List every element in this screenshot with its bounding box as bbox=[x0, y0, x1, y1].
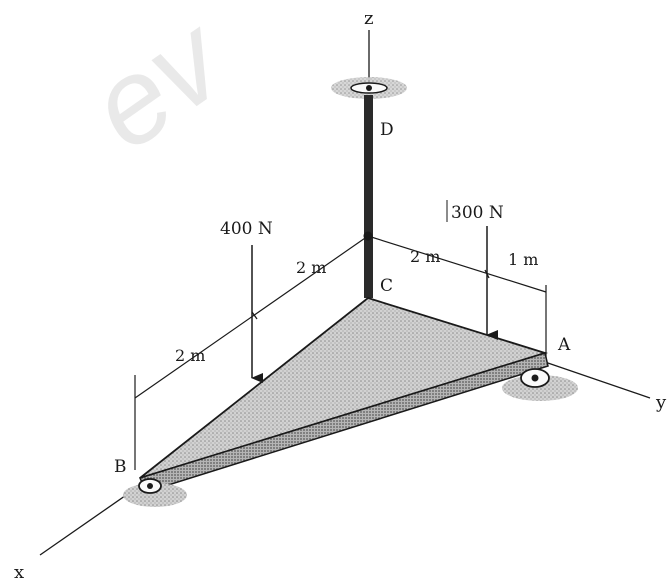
triangular-plate bbox=[139, 296, 549, 479]
support-b bbox=[123, 478, 187, 507]
watermark-text: ev bbox=[66, 0, 252, 176]
axis-label-y: y bbox=[655, 392, 667, 413]
dim-label-ca-inner: 2 m bbox=[410, 247, 440, 266]
dim-tick-cb-mid bbox=[251, 311, 258, 320]
point-label-d: D bbox=[380, 120, 394, 140]
axis-label-x: x bbox=[14, 562, 24, 582]
point-label-b: B bbox=[114, 457, 127, 477]
pole-cd bbox=[364, 95, 373, 298]
point-label-a: A bbox=[557, 335, 571, 355]
dim-line-ca bbox=[367, 235, 547, 293]
dim-label-ca-outer: 1 m bbox=[508, 250, 538, 269]
force-label-400: 400 N bbox=[220, 219, 273, 239]
top-support bbox=[331, 77, 407, 99]
dim-label-cb-outer: 2 m bbox=[175, 346, 205, 365]
force-label-300: 300 N bbox=[451, 203, 504, 223]
support-a bbox=[502, 368, 578, 401]
y-axis-line bbox=[544, 361, 651, 399]
dim-label-cb-inner: 2 m bbox=[296, 258, 326, 277]
axis-label-z: z bbox=[364, 8, 373, 29]
point-label-c: C bbox=[380, 276, 393, 296]
